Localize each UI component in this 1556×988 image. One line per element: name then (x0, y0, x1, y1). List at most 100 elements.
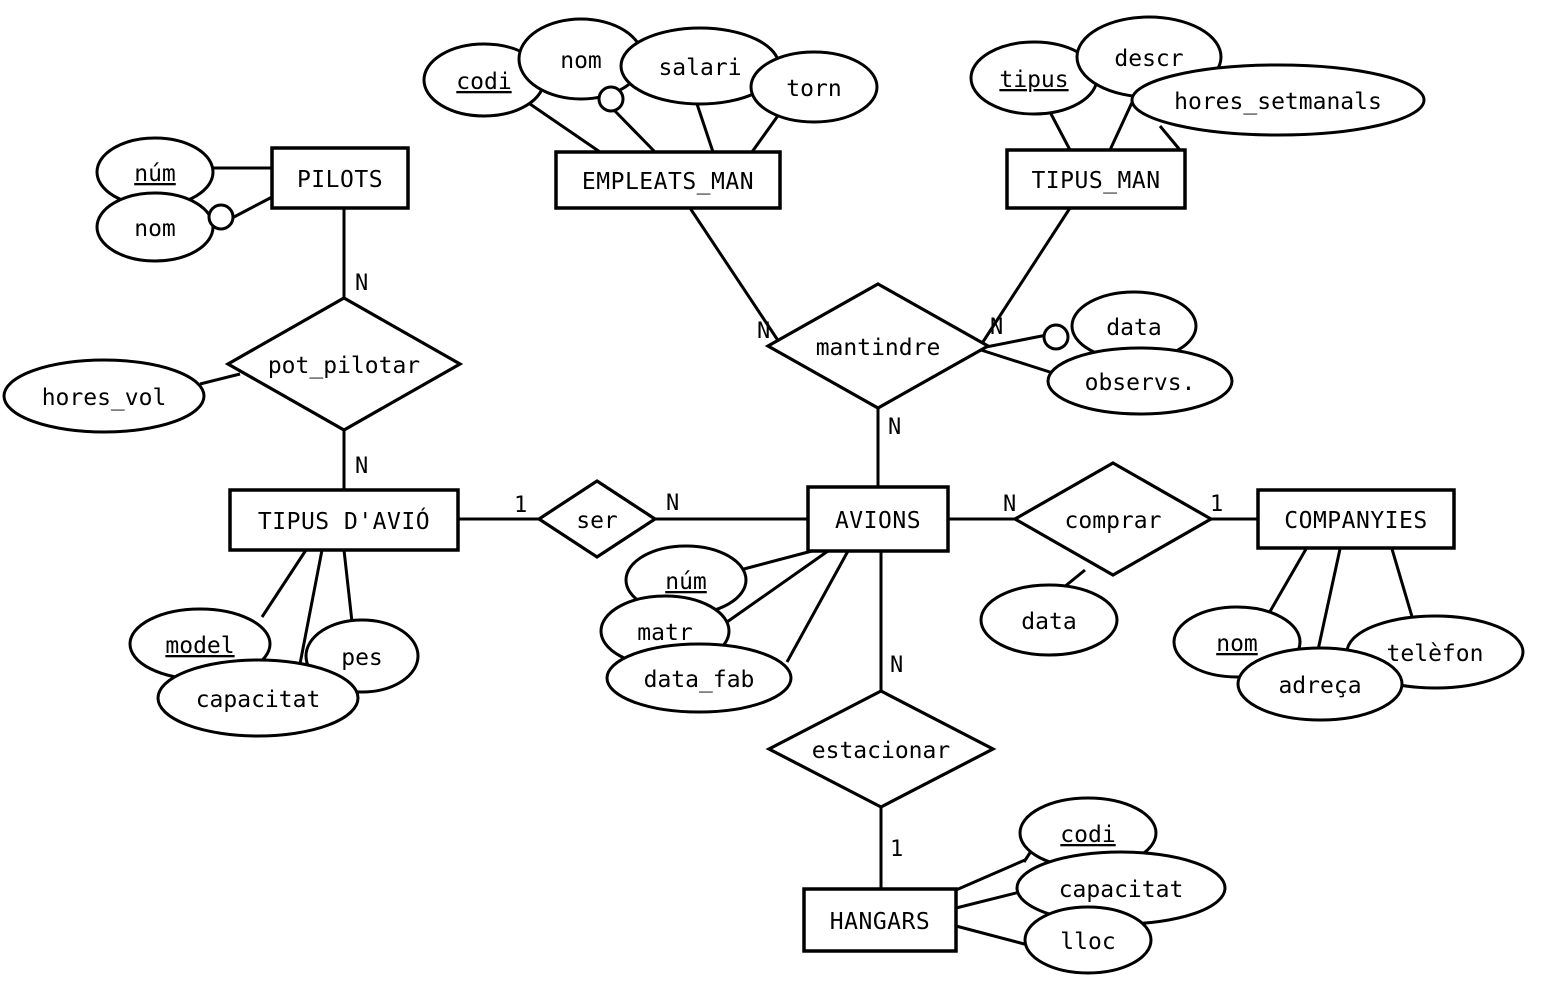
attribute-label-co-telefon: telèfon (1387, 641, 1484, 667)
cardinality-tipus-man-mantindre: N (990, 315, 1003, 340)
attribute-label-man-observs: observs. (1085, 370, 1196, 396)
entity-box-avions[interactable] (806, 485, 950, 553)
edge-mantindre-observs (980, 348, 1057, 376)
relationship-label-mantindre: mantindre (816, 335, 941, 361)
entity-box-pilots[interactable] (270, 146, 410, 210)
attribute-label-pilots-nom: nom (134, 216, 176, 242)
edge-avions-datafab (785, 550, 850, 663)
cardinality-pilots-pot-pilotar: N (355, 271, 368, 296)
relationship-diamond-comprar[interactable] (1011, 461, 1215, 577)
cardinality-pot-pilotar-tipus-avio: N (355, 454, 368, 479)
cardinality-avions-comprar: N (1003, 492, 1016, 517)
cardinality-ser-avions: N (666, 491, 679, 516)
edge-empleats-salari (695, 103, 715, 153)
attribute-label-ta-model: model (165, 633, 234, 659)
edge-tipusman-descr (1108, 95, 1137, 151)
attribute-label-emp-codi: codi (456, 69, 511, 95)
attribute-ellipse-tm-hores[interactable] (1130, 63, 1426, 137)
edge-empleats-mantindre (688, 207, 785, 349)
attribute-label-ha-lloc: lloc (1060, 929, 1115, 955)
relationship-diamond-pot-pilotar[interactable] (224, 296, 464, 432)
entity-label-tipus-man: TIPUS_MAN (1031, 168, 1160, 194)
edge-tipusman-mantindre (977, 207, 1072, 349)
attribute-ellipse-man-observs[interactable] (1046, 346, 1234, 416)
attribute-label-av-datafab: data_fab (644, 667, 755, 693)
entities-layer: PILOTS EMPLEATS_MAN TIPUS_MAN TIPUS D'AV… (228, 146, 1456, 953)
attribute-ellipse-co-adreca[interactable] (1236, 646, 1404, 722)
attribute-ellipse-comp-data[interactable] (979, 583, 1119, 657)
relationship-diamond-estacionar[interactable] (765, 689, 997, 809)
cardinality-comprar-companyies: 1 (1210, 492, 1223, 517)
attribute-ellipse-emp-torn[interactable] (749, 50, 879, 124)
attribute-label-tm-hores: hores_setmanals (1174, 89, 1382, 115)
attribute-label-emp-salari: salari (658, 55, 741, 81)
attributes-layer: núm nom codi nom salari torn tipus descr… (2, 15, 1525, 975)
attribute-ellipse-pp-hores[interactable] (2, 358, 206, 434)
edge-avions-num (739, 549, 813, 572)
edges-layer (199, 95, 1415, 947)
cardinality-avions-estacionar: N (890, 653, 903, 678)
cardinalities-layer: N N N N N 1 N N 1 N 1 (355, 271, 1223, 862)
edge-companyies-adreca (1316, 548, 1342, 651)
attribute-label-comp-data: data (1021, 609, 1076, 635)
entity-box-empleats-man[interactable] (554, 150, 782, 210)
edge-tipusavio-capacitat (298, 549, 324, 665)
attribute-label-ha-capacitat: capacitat (1059, 877, 1184, 903)
attribute-ellipse-av-datafab[interactable] (605, 642, 793, 714)
relationship-label-pot-pilotar: pot_pilotar (268, 353, 420, 379)
relationship-label-comprar: comprar (1065, 508, 1162, 534)
edge-tipusavio-model (260, 549, 308, 618)
optional-marker-circle-pilots-nom (207, 203, 235, 231)
edge-pilots-nom (231, 194, 275, 220)
relationship-label-ser: ser (576, 508, 618, 534)
entity-box-tipus-man[interactable] (1005, 148, 1187, 210)
attribute-label-ta-capacitat: capacitat (196, 687, 321, 713)
attribute-label-man-data: data (1106, 315, 1161, 341)
entity-box-companyies[interactable] (1256, 488, 1456, 550)
optional-marker-circle-man-data (1042, 323, 1070, 351)
edge-companyies-telefon (1390, 548, 1415, 621)
relationship-diamond-ser[interactable] (536, 479, 658, 559)
edge-avions-matr (726, 549, 829, 624)
attribute-label-co-adreca: adreça (1278, 673, 1361, 699)
cardinality-tipus-avio-ser: 1 (514, 493, 527, 518)
entity-label-pilots: PILOTS (297, 167, 383, 193)
edge-empleats-codi (529, 102, 601, 154)
optional-marker-circle-emp-nom (597, 85, 625, 113)
cardinality-estacionar-hangars: 1 (890, 837, 903, 862)
attribute-label-emp-nom: nom (560, 48, 602, 74)
attribute-label-ha-codi: codi (1060, 822, 1115, 848)
cardinality-empleats-mantindre: N (757, 319, 770, 344)
attribute-label-pilots-num: núm (134, 161, 176, 187)
entity-box-hangars[interactable] (802, 887, 958, 953)
edge-tipusman-tipus (1048, 111, 1072, 151)
edge-tipusman-hores (1158, 125, 1182, 151)
attribute-label-tm-tipus: tipus (999, 67, 1068, 93)
edge-empleats-nom (610, 106, 657, 154)
attribute-label-pp-hores: hores_vol (42, 385, 167, 411)
edge-hangars-lloc (955, 924, 1029, 947)
edge-companyies-nom (1266, 548, 1308, 616)
attribute-label-av-matr: matr (637, 620, 692, 646)
cardinality-mantindre-avions: N (888, 415, 901, 440)
relationship-label-estacionar: estacionar (812, 738, 950, 764)
edge-hangars-capacitat (955, 890, 1021, 910)
attribute-label-emp-torn: torn (786, 76, 841, 102)
relationship-diamond-mantindre[interactable] (764, 282, 992, 410)
attribute-label-tm-descr: descr (1114, 46, 1183, 72)
attribute-label-av-num: núm (665, 569, 707, 595)
entity-label-hangars: HANGARS (830, 909, 930, 935)
entity-label-avions: AVIONS (835, 508, 921, 534)
entity-box-tipus-avio[interactable] (228, 488, 460, 552)
entity-label-empleats-man: EMPLEATS_MAN (582, 169, 754, 195)
attribute-label-co-nom: nom (1216, 631, 1258, 657)
attribute-ellipse-ta-capacitat[interactable] (156, 658, 360, 738)
entity-label-tipus-avio: TIPUS D'AVIÓ (258, 507, 430, 535)
attribute-label-ta-pes: pes (341, 645, 383, 671)
entity-label-companyies: COMPANYIES (1284, 508, 1427, 534)
attribute-ellipse-ha-lloc[interactable] (1023, 905, 1153, 975)
edge-potpilotar-horesvol (199, 372, 241, 386)
edge-tipusavio-pes (342, 549, 354, 623)
